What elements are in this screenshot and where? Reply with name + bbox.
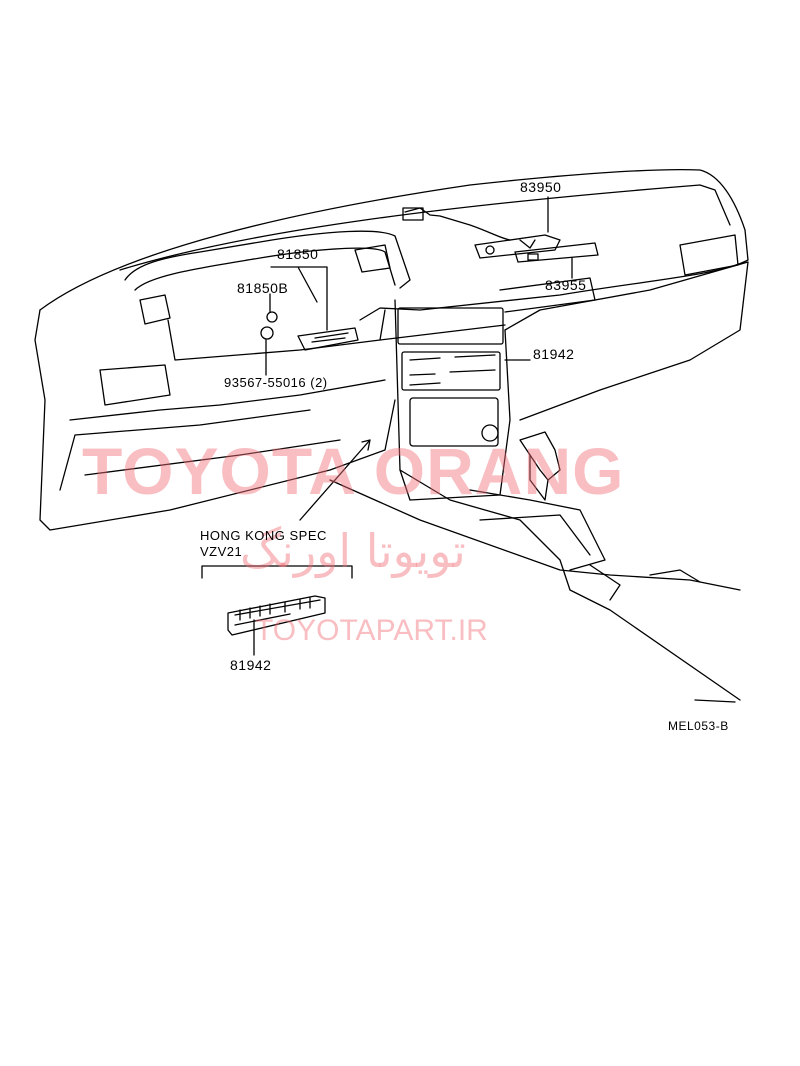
leader-81850 <box>270 266 328 331</box>
callout-81850: 81850 <box>277 246 319 262</box>
part-83955-strip <box>514 242 599 263</box>
callout-81850b: 81850B <box>237 280 289 296</box>
watermark-persian: تویوتا اورنگ <box>240 524 466 578</box>
spec-note-line1: HONG KONG SPEC <box>200 528 327 543</box>
spec-note-line2: VZV21 <box>200 544 243 559</box>
part-83950-switch <box>404 207 511 241</box>
hk-bracket <box>201 565 353 579</box>
callout-83950: 83950 <box>520 179 562 195</box>
lower-left-panel <box>34 309 396 531</box>
part-81850-lamp <box>297 327 359 351</box>
dash-top-inner <box>119 184 731 271</box>
hk-control-panel <box>227 595 326 636</box>
center-stack <box>394 299 511 501</box>
callout-81942-hk: 81942 <box>230 657 272 673</box>
dash-top-outline <box>39 169 749 321</box>
callout-81942-main: 81942 <box>533 346 575 362</box>
shift-lever <box>519 431 561 481</box>
callout-83955: 83955 <box>545 277 587 293</box>
watermark-brand: TOYOTA ORANG <box>82 434 625 508</box>
left-vent <box>139 294 171 325</box>
center-console <box>399 469 741 701</box>
screw-93567 <box>260 326 274 340</box>
heater-control-panel <box>401 351 501 391</box>
part-81850b-socket <box>266 311 278 323</box>
watermark-site: TOYOTAPART.IR <box>255 614 488 647</box>
callout-93567: 93567-55016 (2) <box>224 375 328 390</box>
diagram-code: MEL053-B <box>668 719 729 733</box>
cluster-hood <box>124 230 411 289</box>
right-vent <box>679 234 739 276</box>
arrow <box>299 439 371 521</box>
